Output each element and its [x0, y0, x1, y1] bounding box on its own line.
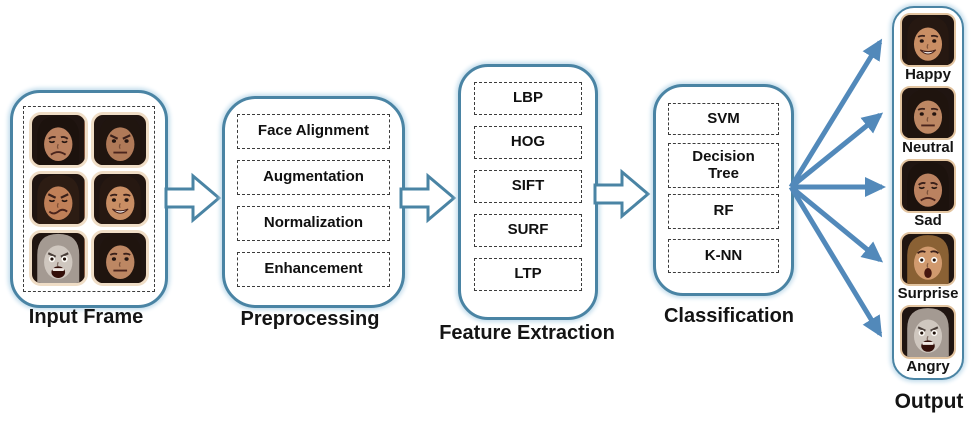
output-box: Happy Neutral Sad Surprise Angry [892, 6, 964, 380]
output-label-happy: Happy [905, 66, 951, 83]
step-augmentation: Augmentation [237, 160, 390, 195]
input-face-4 [90, 171, 149, 227]
feature-hog: HOG [474, 126, 582, 159]
classification-label: Classification [663, 305, 795, 327]
input-frame-box [10, 90, 168, 308]
output-label: Output [894, 390, 964, 413]
fan-arrow-happy [788, 38, 883, 189]
classifier-svm: SVM [668, 103, 779, 135]
feature-extraction-label: Feature Extraction [439, 322, 615, 344]
preprocessing-label: Preprocessing [240, 308, 380, 330]
classifier-decision-tree: Decision Tree [668, 143, 779, 188]
feature-ltp: LTP [474, 258, 582, 291]
feature-extraction-box: LBP HOG SIFT SURF LTP [458, 64, 598, 320]
arrow-preprocessing-to-features [399, 172, 457, 224]
fan-arrow-angry [788, 185, 883, 338]
output-item-sad: Sad [900, 159, 956, 228]
input-face-1 [29, 112, 88, 168]
step-enhancement: Enhancement [237, 252, 390, 287]
step-face-alignment: Face Alignment [237, 114, 390, 149]
input-face-5 [29, 230, 88, 286]
output-label-neutral: Neutral [902, 139, 954, 156]
output-item-happy: Happy [900, 13, 956, 82]
output-label-sad: Sad [914, 212, 942, 229]
input-face-6 [90, 230, 149, 286]
output-face-surprise [899, 232, 956, 286]
step-normalization: Normalization [237, 206, 390, 241]
output-item-surprise: Surprise [897, 232, 959, 302]
fan-arrow-neutral [789, 112, 884, 189]
classifier-rf: RF [668, 194, 779, 229]
output-item-neutral: Neutral [900, 86, 956, 155]
output-item-angry: Angry [900, 305, 956, 374]
classifier-knn: K-NN [668, 239, 779, 273]
output-face-sad [900, 159, 956, 213]
arrow-features-to-classification [593, 168, 651, 220]
input-face-2 [90, 112, 149, 168]
output-face-neutral [900, 86, 956, 140]
feature-surf: SURF [474, 214, 582, 247]
input-face-grid [23, 106, 155, 292]
output-label-surprise: Surprise [897, 285, 959, 302]
arrow-input-to-preprocessing [164, 172, 222, 224]
output-face-happy [900, 13, 956, 67]
fan-arrow-surprise [789, 185, 884, 263]
feature-lbp: LBP [474, 82, 582, 115]
output-label-angry: Angry [906, 358, 950, 375]
classification-box: SVM Decision Tree RF K-NN [653, 84, 794, 296]
output-face-angry [900, 305, 956, 359]
preprocessing-box: Face Alignment Augmentation Normalizatio… [222, 96, 405, 308]
input-frame-label: Input Frame [28, 306, 144, 328]
feature-sift: SIFT [474, 170, 582, 203]
input-face-3 [29, 171, 88, 227]
